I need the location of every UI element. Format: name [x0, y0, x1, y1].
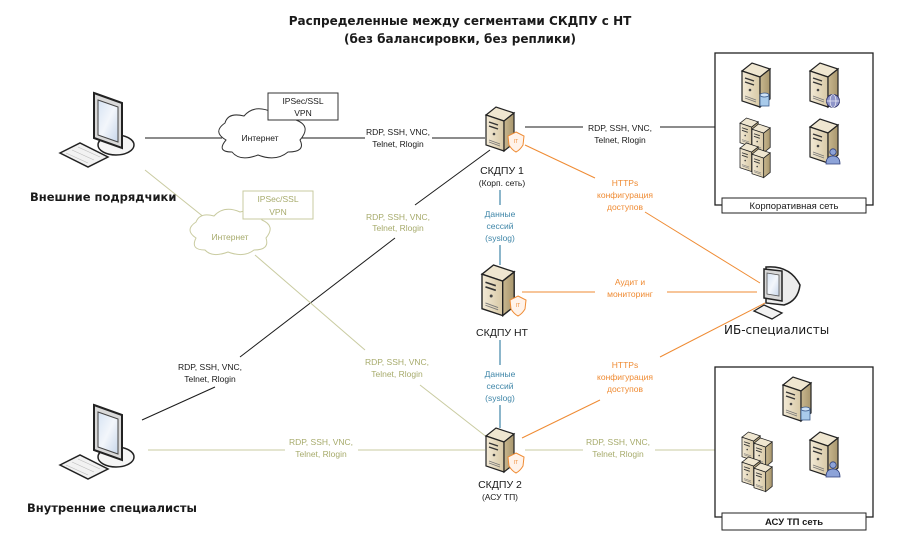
workstation-icon [752, 266, 801, 320]
svg-text:RDP, SSH, VNC,: RDP, SSH, VNC, [586, 437, 650, 447]
link-external-to-internet2 [144, 169, 206, 219]
session-data-label-upper: Данные сессий (syslog) [485, 209, 516, 243]
audit-monitoring-label: Аудит и мониторинг [607, 277, 653, 299]
svg-text:HTTPs: HTTPs [612, 360, 638, 370]
protocols-label-internet-skdpu1: RDP, SSH, VNC, Telnet, Rlogin [366, 127, 430, 149]
svg-text:Telnet, Rlogin: Telnet, Rlogin [371, 369, 423, 379]
skdpu2-server [485, 427, 525, 474]
svg-text:RDP, SSH, VNC,: RDP, SSH, VNC, [365, 357, 429, 367]
svg-text:мониторинг: мониторинг [607, 289, 653, 299]
svg-text:Telnet, Rlogin: Telnet, Rlogin [594, 135, 646, 145]
ics-network-box: АСУ ТП сеть [714, 366, 874, 531]
server-icon [481, 264, 516, 317]
web-server-icon [809, 62, 840, 108]
svg-text:RDP, SSH, VNC,: RDP, SSH, VNC, [588, 123, 652, 133]
protocols-label-internal-skdpu1: RDP, SSH, VNC, Telnet, Rlogin [178, 362, 242, 384]
skdpu-nt-name: СКДПУ НТ [476, 327, 529, 339]
link-internet2-to-skdpu2-b [419, 384, 489, 439]
svg-text:RDP, SSH, VNC,: RDP, SSH, VNC, [366, 127, 430, 137]
svg-text:(syslog): (syslog) [485, 233, 515, 243]
server-cluster-icon [741, 431, 773, 493]
skdpu1-name: СКДПУ 1 [480, 165, 524, 177]
svg-text:доступов: доступов [607, 202, 644, 212]
workstation-icon [59, 92, 135, 168]
svg-text:Telnet, Rlogin: Telnet, Rlogin [592, 449, 644, 459]
protocols-label-internal-skdpu2: RDP, SSH, VNC, Telnet, Rlogin [289, 437, 353, 459]
svg-text:VPN: VPN [269, 207, 286, 217]
svg-text:VPN: VPN [294, 108, 311, 118]
protocols-label-skdpu2-ics: RDP, SSH, VNC, Telnet, Rlogin [586, 437, 650, 459]
svg-text:RDP, SSH, VNC,: RDP, SSH, VNC, [289, 437, 353, 447]
protocols-label-internet2-skdpu2: RDP, SSH, VNC, Telnet, Rlogin [365, 357, 429, 379]
skdpu1-server [485, 106, 525, 153]
skdpu2-sub: (АСУ ТП) [482, 492, 518, 502]
internet-cloud-primary: Интернет [218, 108, 306, 159]
diagram-title-line2: (без балансировки, без реплики) [344, 32, 576, 46]
svg-text:RDP, SSH, VNC,: RDP, SSH, VNC, [178, 362, 242, 372]
vpn-box-primary: IPSec/SSL VPN [267, 92, 339, 121]
ics-network-label: АСУ ТП сеть [765, 517, 823, 528]
external-contractors-workstation [59, 92, 135, 168]
svg-text:доступов: доступов [607, 384, 644, 394]
internal-specialists-label: Внутренние специалисты [27, 501, 197, 515]
link-internal-to-skdpu1-a [141, 386, 216, 421]
internal-specialists-workstation [59, 404, 135, 480]
https-config-label-lower: HTTPs конфигурация доступов [597, 360, 653, 394]
link-internal-to-skdpu1-b [239, 237, 396, 358]
svg-text:IPSec/SSL: IPSec/SSL [257, 194, 298, 204]
skdpu2-name: СКДПУ 2 [478, 479, 522, 491]
link-security-to-skdpu1-b [644, 211, 761, 284]
svg-text:конфигурация: конфигурация [597, 372, 653, 382]
link-security-to-skdpu1-a [524, 144, 596, 179]
svg-text:Telnet, Rlogin: Telnet, Rlogin [372, 139, 424, 149]
security-specialists-workstation [752, 266, 801, 320]
corporate-network-label: Корпоративная сеть [750, 201, 839, 212]
svg-text:Telnet, Rlogin: Telnet, Rlogin [372, 223, 424, 233]
session-data-label-lower: Данные сессий (syslog) [485, 369, 516, 403]
database-server-icon [741, 62, 771, 108]
internet-label: Интернет [241, 133, 278, 143]
internet-label: Интернет [211, 232, 248, 242]
server-cluster-icon [739, 117, 771, 179]
svg-text:Данные: Данные [485, 209, 516, 219]
user-server-icon [809, 118, 841, 165]
svg-text:HTTPs: HTTPs [612, 178, 638, 188]
svg-text:Аудит и: Аудит и [615, 277, 646, 287]
workstation-icon [59, 404, 135, 480]
internet-cloud-secondary: Интернет [189, 208, 271, 256]
https-config-label-upper: HTTPs конфигурация доступов [597, 178, 653, 212]
vpn-box-secondary: IPSec/SSL VPN [242, 190, 314, 220]
skdpu-nt-server [481, 264, 527, 317]
link-security-to-skdpu2-a [521, 399, 601, 439]
svg-text:Данные: Данные [485, 369, 516, 379]
link-internet2-to-skdpu2-a [254, 254, 366, 351]
database-server-icon [782, 376, 812, 422]
svg-text:Telnet, Rlogin: Telnet, Rlogin [184, 374, 236, 384]
svg-text:IPSec/SSL: IPSec/SSL [282, 96, 323, 106]
protocols-label-diagonal-upper: RDP, SSH, VNC, Telnet, Rlogin [366, 212, 430, 233]
svg-text:RDP, SSH, VNC,: RDP, SSH, VNC, [366, 212, 430, 222]
protocols-label-skdpu1-corp: RDP, SSH, VNC, Telnet, Rlogin [588, 123, 652, 145]
shield-icon [507, 452, 525, 474]
svg-text:сессий: сессий [487, 381, 514, 391]
diagram-title-line1: Распределенные между сегментами СКДПУ с … [289, 14, 632, 28]
link-internal-to-skdpu1-c [414, 149, 491, 206]
user-server-icon [809, 431, 841, 478]
security-specialists-label: ИБ-специалисты [724, 323, 829, 337]
shield-icon [507, 131, 525, 153]
external-contractors-label: Внешние подрядчики [30, 190, 176, 204]
corporate-network-box: Корпоративная сеть [714, 52, 874, 214]
skdpu1-sub: (Корп. сеть) [479, 178, 526, 188]
svg-text:сессий: сессий [487, 221, 514, 231]
link-security-to-skdpu2-b [659, 302, 766, 358]
shield-icon [509, 295, 527, 317]
svg-text:конфигурация: конфигурация [597, 190, 653, 200]
svg-text:Telnet, Rlogin: Telnet, Rlogin [295, 449, 347, 459]
svg-text:(syslog): (syslog) [485, 393, 515, 403]
